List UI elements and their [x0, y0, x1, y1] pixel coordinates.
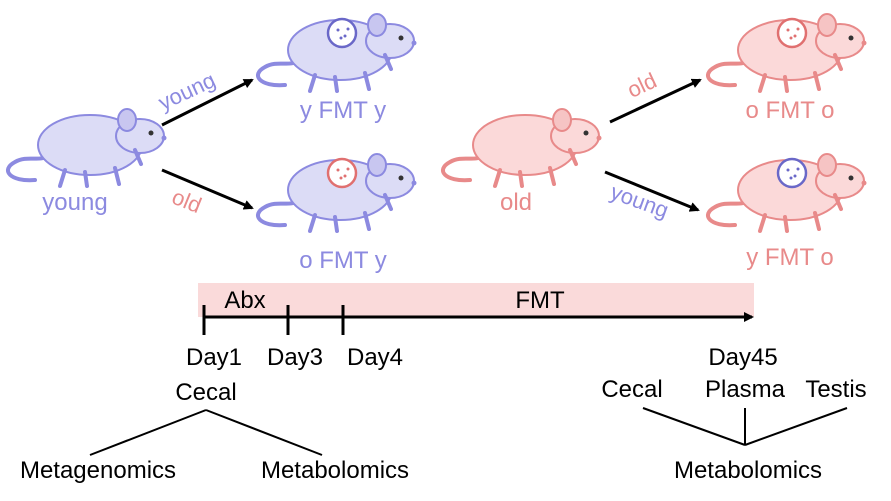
young-donor-label: young	[42, 189, 107, 216]
o-fmt-y-label: o FMT y	[299, 247, 387, 274]
microbiota-dot-icon	[326, 157, 358, 189]
arrow-label-young: young	[154, 67, 219, 115]
o-fmt-o-mouse	[706, 13, 867, 93]
old-donor-label: old	[500, 189, 532, 216]
arrow-label-old-right: old	[623, 68, 660, 103]
microbiota-dot-icon	[776, 17, 808, 49]
day3-label: Day3	[267, 344, 323, 371]
right-branch-testis	[744, 407, 848, 446]
testis-label: Testis	[805, 376, 866, 403]
fmt-label: FMT	[515, 287, 565, 314]
old-donor-mouse	[441, 108, 602, 188]
plasma-label: Plasma	[705, 376, 786, 403]
day45-label: Day45	[708, 344, 777, 371]
arrow-old-to-yfmto	[604, 170, 700, 212]
left-branch-to-metabolomics	[205, 409, 323, 456]
arrow-label-old: old	[169, 184, 206, 218]
left-cecal-label: Cecal	[175, 379, 236, 406]
arrow-old-to-ofmto	[609, 78, 702, 124]
abx-label: Abx	[224, 287, 265, 314]
y-fmt-y-label: y FMT y	[300, 97, 386, 124]
o-fmt-o-label: o FMT o	[746, 97, 835, 124]
o-fmt-y-mouse	[256, 153, 417, 233]
treatment-period-bar	[198, 283, 754, 317]
right-metabolomics-label: Metabolomics	[674, 457, 822, 484]
y-fmt-o-mouse	[706, 153, 867, 233]
right-branch-cecal	[642, 407, 746, 446]
y-fmt-o-label: y FMT o	[746, 244, 834, 271]
microbiota-dot-icon	[776, 157, 808, 189]
day4-label: Day4	[347, 344, 403, 371]
day1-label: Day1	[186, 344, 242, 371]
y-fmt-y-mouse	[256, 13, 417, 93]
microbiota-dot-icon	[326, 17, 358, 49]
right-cecal-label: Cecal	[601, 376, 662, 403]
left-branch-to-metagenomics	[89, 409, 207, 456]
left-metabolomics-label: Metabolomics	[261, 457, 409, 484]
metagenomics-label: Metagenomics	[20, 457, 176, 484]
young-donor-mouse	[6, 108, 167, 188]
arrow-young-to-ofmty	[161, 168, 254, 210]
arrow-young-to-yfmty	[161, 78, 254, 127]
